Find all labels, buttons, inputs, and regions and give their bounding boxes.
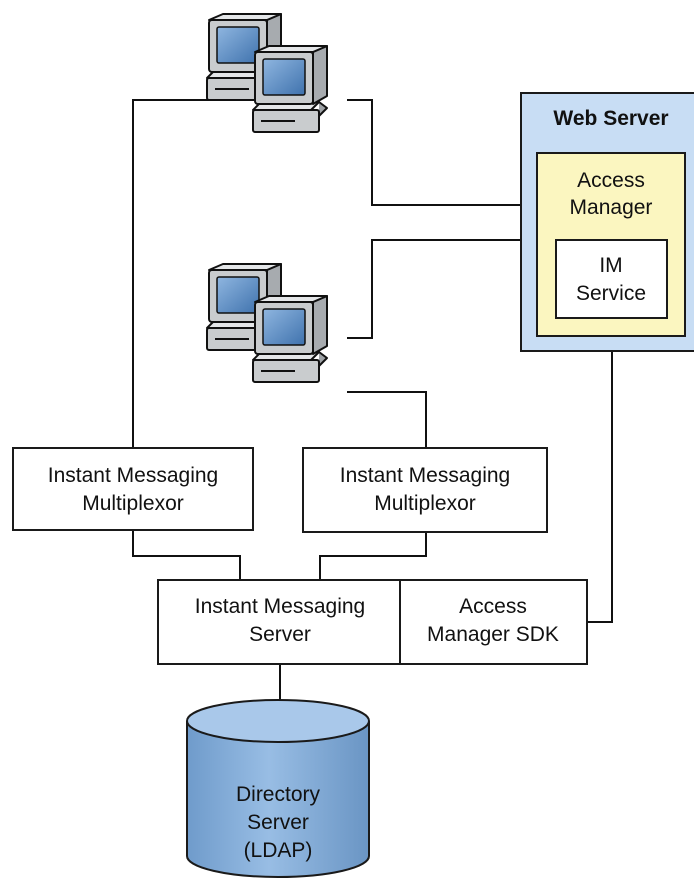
access-manager-label-line1: Access [577,169,645,192]
im-server-group: Instant Messaging Server Access Manager … [157,579,588,665]
am-sdk-label-line1: Access [459,595,527,618]
directory-server-label-line3: (LDAP) [244,839,313,862]
connector-top-pcs-to-web-server [347,99,521,206]
connector-middle-pcs-to-web-server [347,239,521,339]
computer-icon [252,295,328,383]
directory-server-database: Directory Server (LDAP) [186,699,370,878]
connector-top-pcs-to-left-multiplexor [132,99,212,448]
im-service-label-line2: Service [576,282,646,305]
am-sdk-label-line2: Manager SDK [427,623,559,646]
client-computers-middle [206,263,328,383]
directory-server-label-line2: Server [247,811,309,834]
multiplexor-left-label-line1: Instant Messaging [48,464,218,487]
access-manager-label-line2: Manager [570,196,653,219]
computer-icon [252,45,328,133]
connector-left-multiplexor-to-im-server [132,530,241,580]
im-service-box [555,239,668,319]
connector-im-service-to-am-sdk [587,318,613,623]
web-server-box: Web Server Access Manager IM Service [520,92,694,352]
client-computers-top [206,13,328,133]
connector-middle-pcs-to-right-multiplexor [347,391,427,448]
im-server-frame [157,579,588,665]
multiplexor-right-label-line1: Instant Messaging [340,464,510,487]
web-server-title: Web Server [553,107,668,130]
multiplexor-right-label-line2: Multiplexor [374,492,476,515]
multiplexor-left-box [12,447,254,531]
im-server-label-line1: Instant Messaging [195,595,365,618]
im-server-label-line2: Server [249,623,311,646]
multiplexor-right-box [302,447,548,533]
multiplexor-right: Instant Messaging Multiplexor [302,447,548,533]
multiplexor-left-label-line2: Multiplexor [82,492,184,515]
database-body [186,721,370,878]
database-top [186,699,370,743]
connector-right-multiplexor-to-im-server [319,532,427,580]
im-service-label-line1: IM [599,254,622,277]
multiplexor-left: Instant Messaging Multiplexor [12,447,254,531]
directory-server-label-line1: Directory [236,783,321,806]
